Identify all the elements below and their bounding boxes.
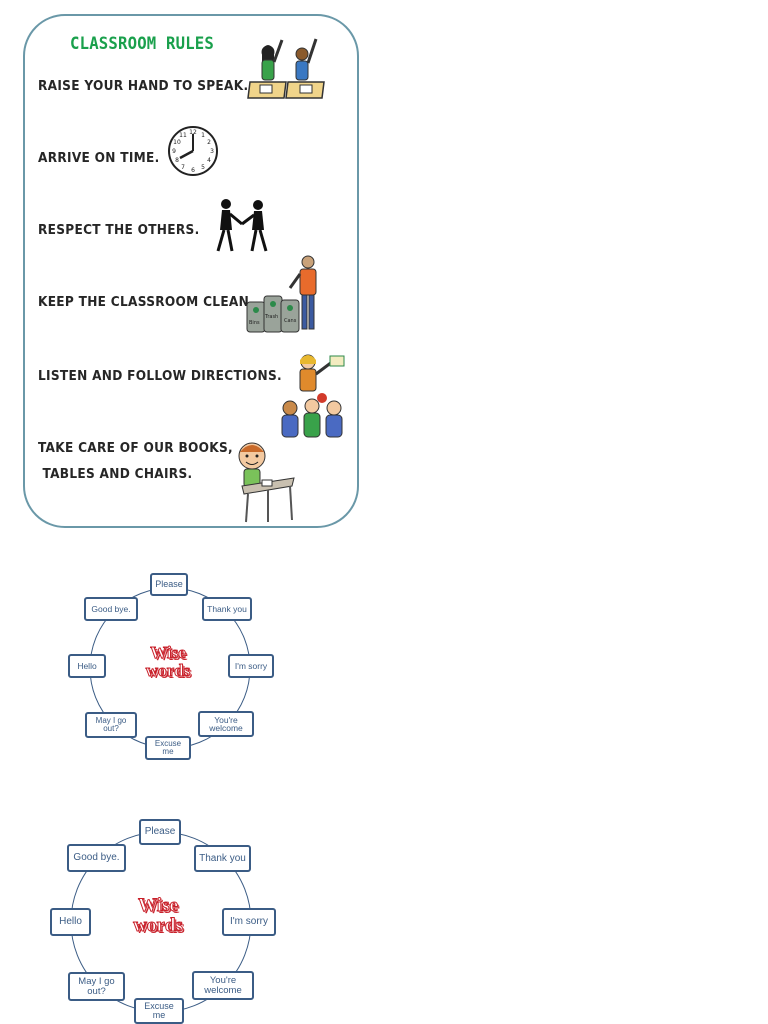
wheel-1-center-line1: Wise bbox=[150, 643, 187, 662]
students-raising-hands-illustration bbox=[247, 38, 325, 99]
svg-text:12: 12 bbox=[189, 129, 197, 136]
bin-label-3: Cans bbox=[284, 318, 297, 324]
wheel-2-center-title: Wise words bbox=[104, 895, 212, 936]
wheel-2-item-youre-welcome: You're welcome bbox=[192, 971, 254, 1000]
wheel-1-item-thank-you: Thank you bbox=[202, 597, 252, 621]
rule-keep-clean: Keep the classroom clean. bbox=[38, 294, 254, 310]
rule-listen-follow: Listen and follow directions. bbox=[38, 368, 282, 384]
wheel-1-center-line2: words bbox=[145, 660, 191, 680]
wheel-1-item-please: Please bbox=[150, 573, 188, 596]
wheel-2-item-hello: Hello bbox=[50, 908, 91, 936]
wheel-2-center-line1: Wise bbox=[138, 895, 179, 916]
wheel-1-item-youre-welcome: You're welcome bbox=[198, 711, 254, 737]
wheel-2-item-please: Please bbox=[139, 819, 181, 845]
svg-text:5: 5 bbox=[201, 164, 205, 171]
svg-text:7: 7 bbox=[181, 164, 185, 171]
svg-text:3: 3 bbox=[210, 148, 214, 155]
rule-take-care-line1: Take care of our books, bbox=[38, 440, 233, 456]
wheel-2-item-im-sorry: I'm sorry bbox=[222, 908, 276, 936]
recycling-bins-illustration: Bins Trash Cans bbox=[246, 255, 317, 333]
wheel-1-item-excuse-me: Excuse me bbox=[145, 736, 191, 760]
wheel-1-item-hello: Hello bbox=[68, 654, 106, 678]
bin-label-1: Bins bbox=[249, 320, 260, 326]
wheel-2-center-line2: words bbox=[133, 914, 184, 936]
svg-text:2: 2 bbox=[207, 139, 211, 146]
wheel-2-item-may-i-go-out: May I go out? bbox=[68, 972, 125, 1001]
rule-arrive-on-time: Arrive on time. bbox=[38, 150, 160, 166]
wheel-1-item-good-bye: Good bye. bbox=[84, 597, 138, 621]
wheel-1-center-title: Wise words bbox=[118, 643, 218, 680]
wheel-2-item-excuse-me: Excuse me bbox=[134, 998, 184, 1024]
rule-raise-hand: Raise your hand to speak. bbox=[38, 78, 249, 94]
wheel-2-item-thank-you: Thank you bbox=[194, 845, 251, 872]
svg-text:1: 1 bbox=[201, 132, 205, 139]
wheel-1-item-im-sorry: I'm sorry bbox=[228, 654, 274, 678]
svg-text:11: 11 bbox=[179, 132, 187, 139]
teacher-with-students-illustration bbox=[281, 354, 345, 438]
rule-respect-others: Respect the others. bbox=[38, 222, 200, 238]
wheel-1-item-may-i-go-out: May I go out? bbox=[85, 712, 137, 738]
wheel-2-item-good-bye: Good bye. bbox=[67, 844, 126, 872]
poster-title: Classroom rules bbox=[70, 34, 215, 54]
svg-text:4: 4 bbox=[207, 157, 211, 164]
rule-take-care-line2: tables and chairs. bbox=[38, 466, 193, 482]
svg-text:8: 8 bbox=[175, 157, 179, 164]
svg-text:10: 10 bbox=[173, 139, 181, 146]
svg-text:6: 6 bbox=[191, 167, 195, 174]
handshake-illustration bbox=[216, 199, 268, 252]
child-at-desk-illustration bbox=[238, 442, 295, 523]
svg-text:9: 9 bbox=[172, 148, 176, 155]
bin-label-2: Trash bbox=[264, 314, 278, 320]
